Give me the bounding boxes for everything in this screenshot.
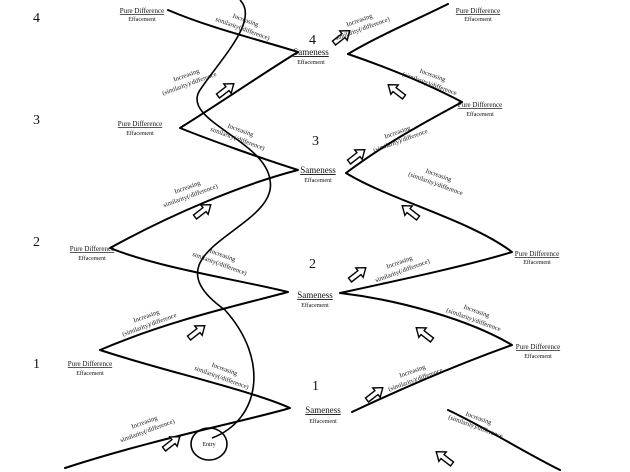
pure-difference-title: Pure Difference bbox=[516, 343, 560, 351]
increasing-label-mid-3: Increasing similarity(/difference) bbox=[209, 123, 265, 152]
left-zigzag-lower bbox=[64, 51, 299, 469]
arrow-center-3 bbox=[346, 148, 366, 165]
center-level-4: 4 bbox=[309, 33, 316, 48]
arrow-left-4 bbox=[215, 82, 235, 99]
pure-difference-title: Pure Difference bbox=[120, 7, 164, 15]
pure-difference-left-4: Pure Difference Effacement bbox=[120, 7, 164, 23]
increasing-label-left-2: Increasing (similarity)/difference bbox=[121, 308, 177, 338]
pure-difference-right-4: Pure Difference Effacement bbox=[456, 7, 500, 23]
arrow-center-1 bbox=[364, 386, 384, 403]
pure-difference-title: Pure Difference bbox=[515, 250, 559, 258]
sameness-subtitle: Effacement bbox=[301, 302, 329, 309]
center-level-3: 3 bbox=[312, 134, 319, 149]
arrow-right-2 bbox=[415, 326, 435, 343]
increasing-label-left-4: Increasing (similarity)/difference bbox=[161, 67, 217, 97]
center-level-2: 2 bbox=[309, 257, 316, 272]
increasing-label-mid-2: Increasing similarity(/difference) bbox=[191, 248, 247, 277]
sameness-title: Sameness bbox=[305, 405, 341, 415]
right-zigzag-lower bbox=[339, 53, 513, 413]
pure-difference-left-3: Pure Difference Effacement bbox=[118, 120, 162, 137]
pure-difference-right-3: Pure Difference Effacement bbox=[458, 101, 502, 118]
entry-label: Entry bbox=[202, 442, 215, 448]
sameness-subtitle: Effacement bbox=[304, 177, 332, 184]
right-zigzag-top bbox=[347, 3, 449, 55]
pure-difference-subtitle: Effacement bbox=[524, 353, 552, 360]
pure-difference-subtitle: Effacement bbox=[128, 16, 156, 23]
sameness-node-2: Sameness Effacement bbox=[297, 290, 333, 309]
entry-circle bbox=[190, 427, 228, 461]
increasing-label-right-4b: Increasing (similarity)/difference bbox=[401, 68, 457, 97]
pure-difference-right-1: Pure Difference Effacement bbox=[516, 343, 560, 360]
pure-difference-subtitle: Effacement bbox=[76, 370, 104, 377]
pure-difference-subtitle: Effacement bbox=[466, 111, 494, 118]
sameness-title: Sameness bbox=[300, 165, 336, 175]
arrow-right-3 bbox=[401, 204, 421, 221]
increasing-label-right-1b: Increasing (similarity)/difference bbox=[447, 411, 503, 440]
sameness-title: Sameness bbox=[293, 47, 329, 57]
pure-difference-right-2: Pure Difference Effacement bbox=[515, 250, 559, 266]
arrow-center-4 bbox=[331, 29, 351, 46]
pure-difference-left-1: Pure Difference Effacement bbox=[68, 360, 112, 377]
arrow-center-2 bbox=[347, 266, 367, 283]
pure-difference-subtitle: Effacement bbox=[464, 16, 492, 23]
left-level-numbers: 1 2 3 4 bbox=[33, 11, 40, 372]
center-level-1: 1 bbox=[312, 379, 319, 394]
pure-difference-title: Pure Difference bbox=[456, 7, 500, 15]
sameness-node-1: Sameness Effacement bbox=[305, 405, 341, 425]
increasing-label-left-3: Increasing similarity(/difference) bbox=[162, 179, 218, 209]
pure-difference-title: Pure Difference bbox=[458, 101, 502, 109]
pure-difference-left-2: Pure Difference Effacement bbox=[70, 245, 114, 262]
arrow-left-3 bbox=[192, 203, 212, 220]
sameness-node-3: Sameness Effacement bbox=[300, 165, 336, 184]
arrow-left-1 bbox=[161, 435, 181, 452]
left-level-4: 4 bbox=[33, 11, 40, 26]
arrow-right-1 bbox=[435, 450, 455, 467]
entry-serpentine-path bbox=[196, 0, 272, 439]
center-level-numbers: 1 2 3 4 bbox=[309, 33, 319, 394]
pure-difference-subtitle: Effacement bbox=[126, 130, 154, 137]
zigzag-paths bbox=[64, 0, 561, 471]
pure-difference-title: Pure Difference bbox=[70, 245, 114, 253]
arrows bbox=[161, 29, 455, 467]
right-bottom-curve bbox=[447, 409, 561, 471]
sameness-node-4: Sameness Effacement bbox=[293, 47, 329, 66]
pure-difference-subtitle: Effacement bbox=[78, 255, 106, 262]
arrow-left-2 bbox=[186, 324, 206, 341]
left-level-2: 2 bbox=[33, 235, 40, 250]
increasing-label-right-1a: Increasing (similarity)/difference bbox=[387, 363, 443, 393]
pure-difference-title: Pure Difference bbox=[68, 360, 112, 368]
left-level-1: 1 bbox=[33, 357, 40, 372]
increasing-label-right-3b: Increasing (similarity)/difference bbox=[407, 168, 463, 197]
left-zigzag-top bbox=[167, 9, 299, 53]
sameness-subtitle: Effacement bbox=[297, 59, 325, 66]
pure-difference-subtitle: Effacement bbox=[523, 259, 551, 266]
pure-difference-title: Pure Difference bbox=[118, 120, 162, 128]
arrow-right-4 bbox=[387, 83, 407, 100]
sameness-subtitle: Effacement bbox=[309, 418, 337, 425]
sameness-title: Sameness bbox=[297, 290, 333, 300]
left-level-3: 3 bbox=[33, 113, 40, 128]
